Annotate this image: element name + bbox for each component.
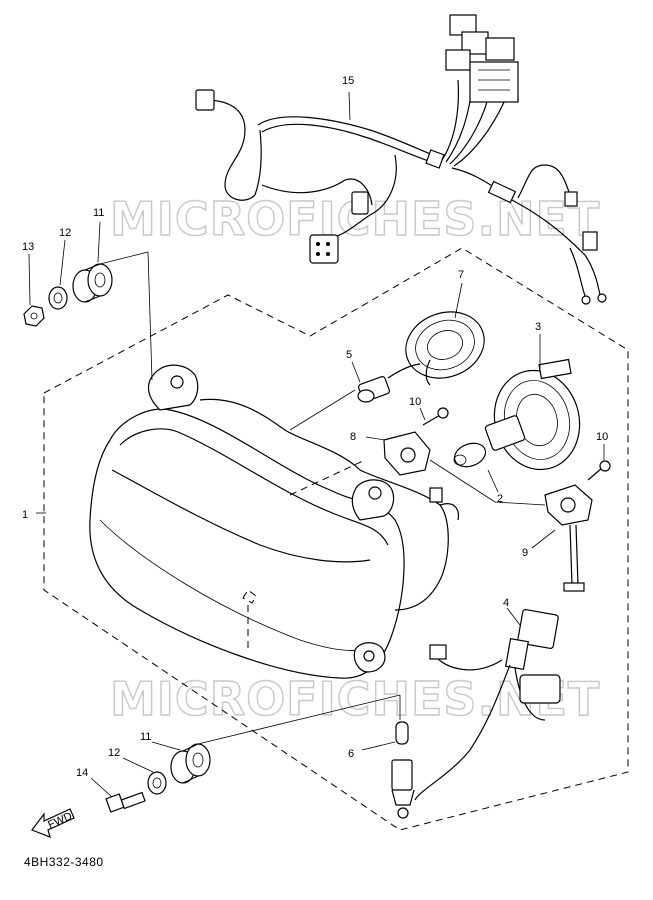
headlight-body bbox=[89, 364, 460, 679]
callout-9: 9 bbox=[522, 547, 528, 559]
fwd-label: FWD bbox=[46, 810, 74, 831]
wire-harness bbox=[195, 14, 607, 305]
collar-lower bbox=[147, 771, 167, 795]
bolt-lower bbox=[105, 791, 146, 813]
grommet-upper bbox=[72, 263, 113, 303]
callout-7: 7 bbox=[458, 269, 464, 281]
socket-cover-large bbox=[493, 358, 581, 471]
callout-12-upper: 12 bbox=[59, 227, 71, 239]
nut-upper bbox=[23, 305, 45, 327]
adjuster-bracket-right bbox=[544, 484, 593, 592]
callout-1: 1 bbox=[22, 509, 28, 521]
callout-leaders bbox=[28, 91, 605, 798]
callout-8: 8 bbox=[350, 431, 356, 443]
bulb-socket-cord bbox=[414, 609, 561, 801]
callout-15: 15 bbox=[342, 75, 354, 87]
callout-11-lower: 11 bbox=[140, 731, 151, 743]
callout-14: 14 bbox=[76, 767, 88, 779]
bulb-position bbox=[391, 721, 415, 819]
drawing-code: 4BH332-3480 bbox=[24, 855, 104, 869]
callout-3: 3 bbox=[535, 321, 541, 333]
callout-6: 6 bbox=[348, 748, 354, 760]
callout-11-upper: 11 bbox=[93, 207, 104, 219]
leader-lines bbox=[99, 251, 546, 745]
socket-cover-small bbox=[405, 311, 485, 386]
callout-5: 5 bbox=[346, 349, 352, 361]
callout-10-right: 10 bbox=[596, 431, 608, 443]
collar-upper bbox=[48, 286, 68, 310]
bulb-halogen bbox=[453, 415, 526, 468]
grommet-lower bbox=[170, 743, 211, 784]
adjuster-bracket-left bbox=[383, 431, 431, 476]
callout-13: 13 bbox=[22, 241, 34, 253]
bulb-small bbox=[357, 363, 421, 403]
forward-arrow-icon: FWD bbox=[31, 808, 75, 838]
callout-4: 4 bbox=[503, 597, 509, 609]
watermark-bottom: MICROFICHES.NET bbox=[110, 672, 600, 726]
screw-right bbox=[587, 460, 611, 481]
callout-12-lower: 12 bbox=[108, 747, 120, 759]
screw-upper bbox=[422, 407, 449, 426]
assembly-boundary bbox=[43, 247, 629, 831]
callout-2: 2 bbox=[497, 493, 503, 505]
callout-10-upper: 10 bbox=[409, 396, 421, 408]
